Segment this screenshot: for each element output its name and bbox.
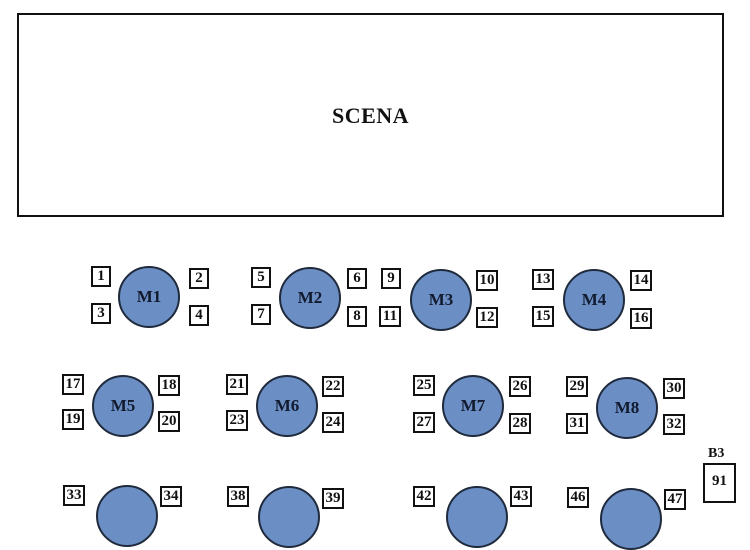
- seat[interactable]: 7: [251, 304, 271, 325]
- seat[interactable]: 2: [189, 268, 209, 289]
- booth-seat[interactable]: 91: [703, 463, 736, 503]
- table-m3[interactable]: M3: [410, 269, 472, 331]
- seat[interactable]: 8: [347, 306, 367, 327]
- seat[interactable]: 32: [663, 414, 685, 435]
- seat[interactable]: 16: [630, 308, 652, 329]
- table-row3-3[interactable]: [446, 486, 508, 548]
- table-m5[interactable]: M5: [92, 375, 154, 437]
- table-m2[interactable]: M2: [279, 267, 341, 329]
- seat[interactable]: 13: [532, 269, 554, 290]
- table-row3-4[interactable]: [600, 488, 662, 550]
- booth-label: B3: [708, 446, 725, 461]
- seat[interactable]: 5: [251, 267, 271, 288]
- seat[interactable]: 46: [567, 487, 589, 508]
- table-m6[interactable]: M6: [256, 375, 318, 437]
- seat[interactable]: 39: [322, 488, 344, 509]
- seat[interactable]: 23: [226, 410, 248, 431]
- table-m8[interactable]: M8: [596, 377, 658, 439]
- seat[interactable]: 26: [509, 376, 531, 397]
- seat[interactable]: 20: [158, 411, 180, 432]
- seat[interactable]: 14: [630, 270, 652, 291]
- stage: SCENA: [17, 13, 724, 217]
- seat[interactable]: 33: [63, 485, 85, 506]
- seat[interactable]: 25: [413, 375, 435, 396]
- table-m4[interactable]: M4: [563, 269, 625, 331]
- seat[interactable]: 3: [91, 303, 111, 324]
- seat[interactable]: 18: [158, 375, 180, 396]
- seat[interactable]: 24: [322, 412, 344, 433]
- seat[interactable]: 1: [91, 266, 111, 287]
- seat[interactable]: 34: [160, 486, 182, 507]
- stage-label: SCENA: [331, 103, 410, 128]
- seat[interactable]: 9: [381, 268, 401, 289]
- seat[interactable]: 11: [379, 306, 401, 327]
- table-m7[interactable]: M7: [442, 375, 504, 437]
- table-row3-2[interactable]: [258, 486, 320, 548]
- seat[interactable]: 31: [566, 413, 588, 434]
- seat[interactable]: 42: [413, 486, 435, 507]
- seat[interactable]: 43: [510, 486, 532, 507]
- seat[interactable]: 38: [227, 486, 249, 507]
- seat[interactable]: 28: [509, 413, 531, 434]
- seat[interactable]: 10: [476, 270, 498, 291]
- seat[interactable]: 30: [663, 378, 685, 399]
- table-m1[interactable]: M1: [118, 266, 180, 328]
- seat[interactable]: 21: [226, 374, 248, 395]
- seat[interactable]: 17: [62, 374, 84, 395]
- seat[interactable]: 4: [189, 305, 209, 326]
- seat[interactable]: 15: [532, 306, 554, 327]
- seat[interactable]: 12: [476, 307, 498, 328]
- table-row3-1[interactable]: [96, 485, 158, 547]
- seat[interactable]: 19: [62, 409, 84, 430]
- seat[interactable]: 27: [413, 412, 435, 433]
- seat[interactable]: 29: [566, 376, 588, 397]
- seat[interactable]: 22: [322, 376, 344, 397]
- seat[interactable]: 6: [347, 268, 367, 289]
